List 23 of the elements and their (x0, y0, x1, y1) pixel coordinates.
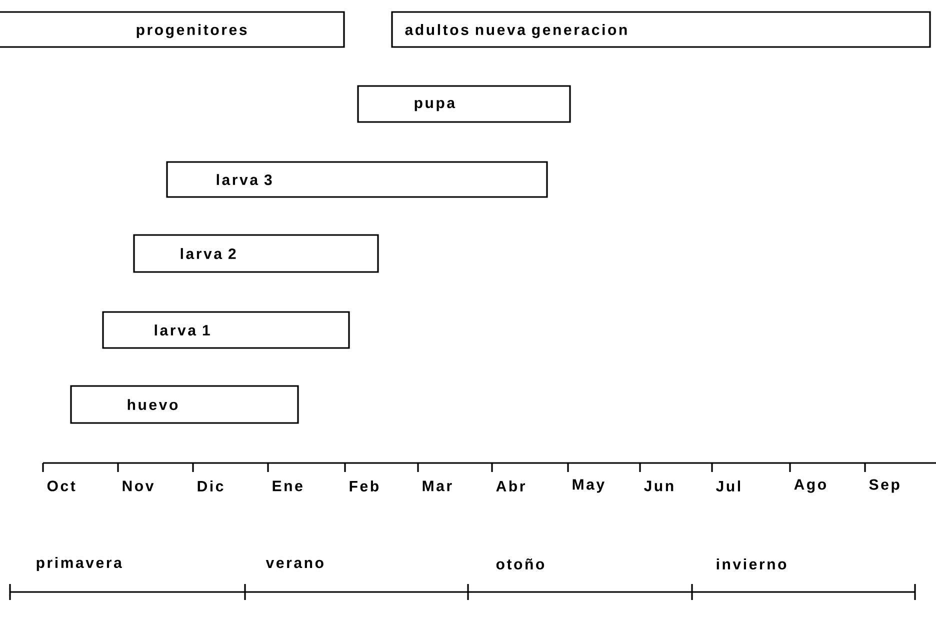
stage-bar: larva 3 (166, 161, 548, 198)
month-label: May (572, 479, 604, 493)
month-label: Feb (350, 480, 378, 492)
season-label: verano (266, 560, 324, 568)
month-label: Ene (272, 480, 302, 492)
stage-bar: larva 2 (133, 234, 379, 273)
month-label: Mar (422, 480, 452, 492)
month-label: Nov (122, 480, 154, 492)
stage-bar: adultos nueva generacion (391, 11, 931, 48)
month-label: Jun (644, 480, 674, 492)
stage-bar: progenitores (0, 11, 345, 48)
month-label: Dic (198, 480, 224, 492)
stage-bar: pupa (357, 85, 571, 123)
season-label: invierno (716, 558, 786, 570)
month-label: Oct (47, 480, 76, 492)
month-label: Jul (716, 480, 740, 492)
month-label: Abr (496, 480, 525, 492)
month-label: Ago (794, 479, 826, 493)
month-label: Sep (869, 479, 900, 493)
stage-bar: huevo (70, 385, 299, 424)
season-label: otoño (496, 558, 544, 570)
stage-bar: larva 1 (102, 311, 350, 349)
season-label: primavera (36, 557, 122, 571)
